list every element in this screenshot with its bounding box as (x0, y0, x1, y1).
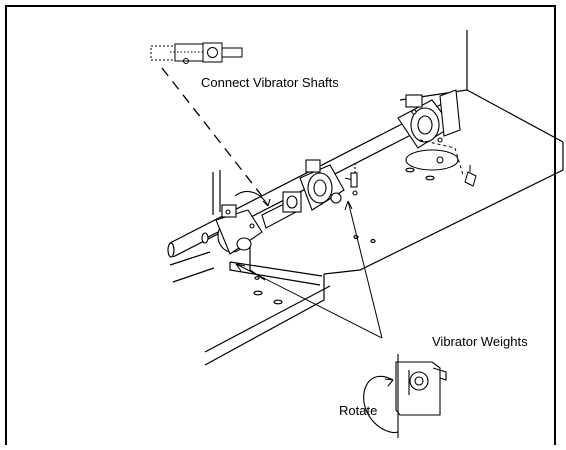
mounting-frame (169, 30, 564, 366)
coupling-rotate-arrow (234, 191, 269, 207)
right-guard-dashed (405, 139, 477, 187)
right-bearing-assembly (397, 89, 461, 149)
middle-coupling-assembly (261, 159, 358, 229)
arrowhead (262, 198, 271, 207)
label-vibrator-weights: Vibrator Weights (432, 334, 528, 349)
vibrator-weight-inset (363, 354, 447, 438)
label-connect-vibrator-shafts: Connect Vibrator Shafts (201, 75, 339, 90)
coupling-inset-icon (150, 42, 243, 64)
weights-leader-arrows (235, 200, 383, 339)
left-bearing-assembly (201, 204, 263, 255)
label-rotate: Rotate (339, 403, 377, 418)
figure-frame (5, 5, 556, 445)
